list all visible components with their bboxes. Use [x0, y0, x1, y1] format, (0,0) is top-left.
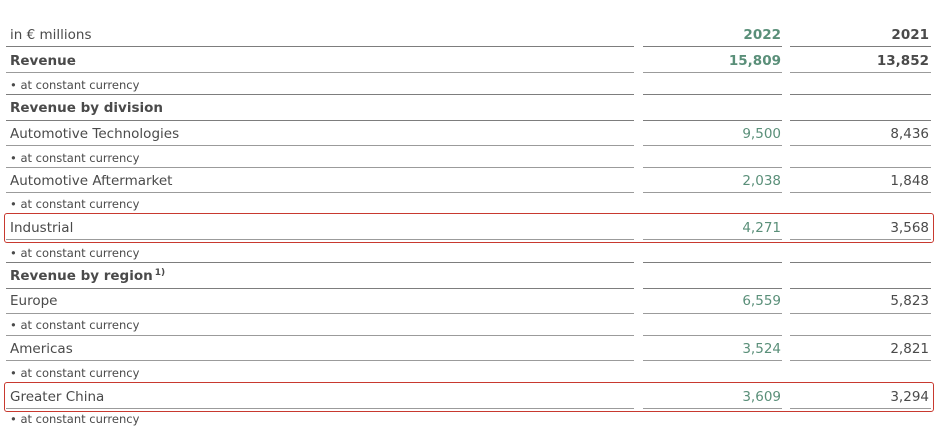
divider [790, 288, 931, 289]
row-label-constant-currency: • at constant currency [10, 197, 140, 211]
divider [6, 360, 634, 361]
section-heading-region-text: Revenue by region [10, 268, 153, 284]
divider [6, 72, 634, 73]
value-2022-industrial: 4,271 [742, 220, 781, 236]
row-label-revenue: Revenue [10, 53, 76, 69]
divider [790, 46, 931, 47]
unit-label: in € millions [10, 27, 92, 43]
section-heading-division: Revenue by division [10, 100, 164, 116]
value-2022-americas: 3,524 [742, 341, 781, 357]
divider [790, 120, 931, 121]
value-2022-automotive-aftermarket: 2,038 [742, 173, 781, 189]
divider [643, 408, 782, 409]
value-2021-industrial: 3,568 [890, 220, 929, 236]
divider [643, 192, 782, 193]
divider [643, 335, 782, 336]
row-label-europe: Europe [10, 293, 58, 309]
highlight-box-industrial [4, 213, 934, 243]
divider [643, 46, 782, 47]
divider [6, 120, 634, 121]
value-2021-automotive-technologies: 8,436 [890, 126, 929, 142]
row-label-constant-currency: • at constant currency [10, 78, 140, 92]
divider [6, 335, 634, 336]
value-2022-europe: 6,559 [742, 293, 781, 309]
value-2022-automotive-technologies: 9,500 [742, 126, 781, 142]
divider [790, 167, 931, 168]
value-2021-revenue: 13,852 [876, 53, 929, 69]
row-label-constant-currency: • at constant currency [10, 412, 140, 426]
row-label-constant-currency: • at constant currency [10, 246, 140, 260]
row-label-americas: Americas [10, 341, 73, 357]
divider [6, 94, 634, 95]
divider [6, 313, 634, 314]
divider [790, 94, 931, 95]
divider [6, 239, 634, 240]
divider [6, 288, 634, 289]
divider [790, 360, 931, 361]
footnote-marker: 1) [154, 268, 166, 278]
row-label-industrial: Industrial [10, 220, 74, 236]
value-2021-greater-china: 3,294 [890, 389, 929, 405]
divider [790, 313, 931, 314]
column-header-2021: 2021 [891, 27, 929, 43]
divider [790, 335, 931, 336]
divider [643, 288, 782, 289]
divider [643, 239, 782, 240]
divider [6, 262, 634, 263]
divider [643, 145, 782, 146]
divider [6, 167, 634, 168]
row-label-greater-china: Greater China [10, 389, 105, 405]
divider [643, 313, 782, 314]
value-2021-americas: 2,821 [890, 341, 929, 357]
value-2022-greater-china: 3,609 [742, 389, 781, 405]
divider [6, 46, 634, 47]
divider [790, 72, 931, 73]
row-label-constant-currency: • at constant currency [10, 318, 140, 332]
divider [643, 94, 782, 95]
row-label-constant-currency: • at constant currency [10, 151, 140, 165]
divider [6, 145, 634, 146]
divider [643, 262, 782, 263]
value-2021-automotive-aftermarket: 1,848 [890, 173, 929, 189]
divider [790, 192, 931, 193]
value-2021-europe: 5,823 [890, 293, 929, 309]
divider [790, 408, 931, 409]
row-label-automotive-aftermarket: Automotive Aftermarket [10, 173, 173, 189]
divider [790, 262, 931, 263]
column-header-2022: 2022 [743, 27, 781, 43]
divider [643, 72, 782, 73]
divider [6, 192, 634, 193]
divider [790, 145, 931, 146]
row-label-constant-currency: • at constant currency [10, 366, 140, 380]
divider [643, 360, 782, 361]
divider [790, 239, 931, 240]
divider [6, 408, 634, 409]
row-label-automotive-technologies: Automotive Technologies [10, 126, 180, 142]
highlight-box-greater-china [4, 382, 934, 412]
value-2022-revenue: 15,809 [728, 53, 781, 69]
divider [643, 120, 782, 121]
divider [643, 167, 782, 168]
